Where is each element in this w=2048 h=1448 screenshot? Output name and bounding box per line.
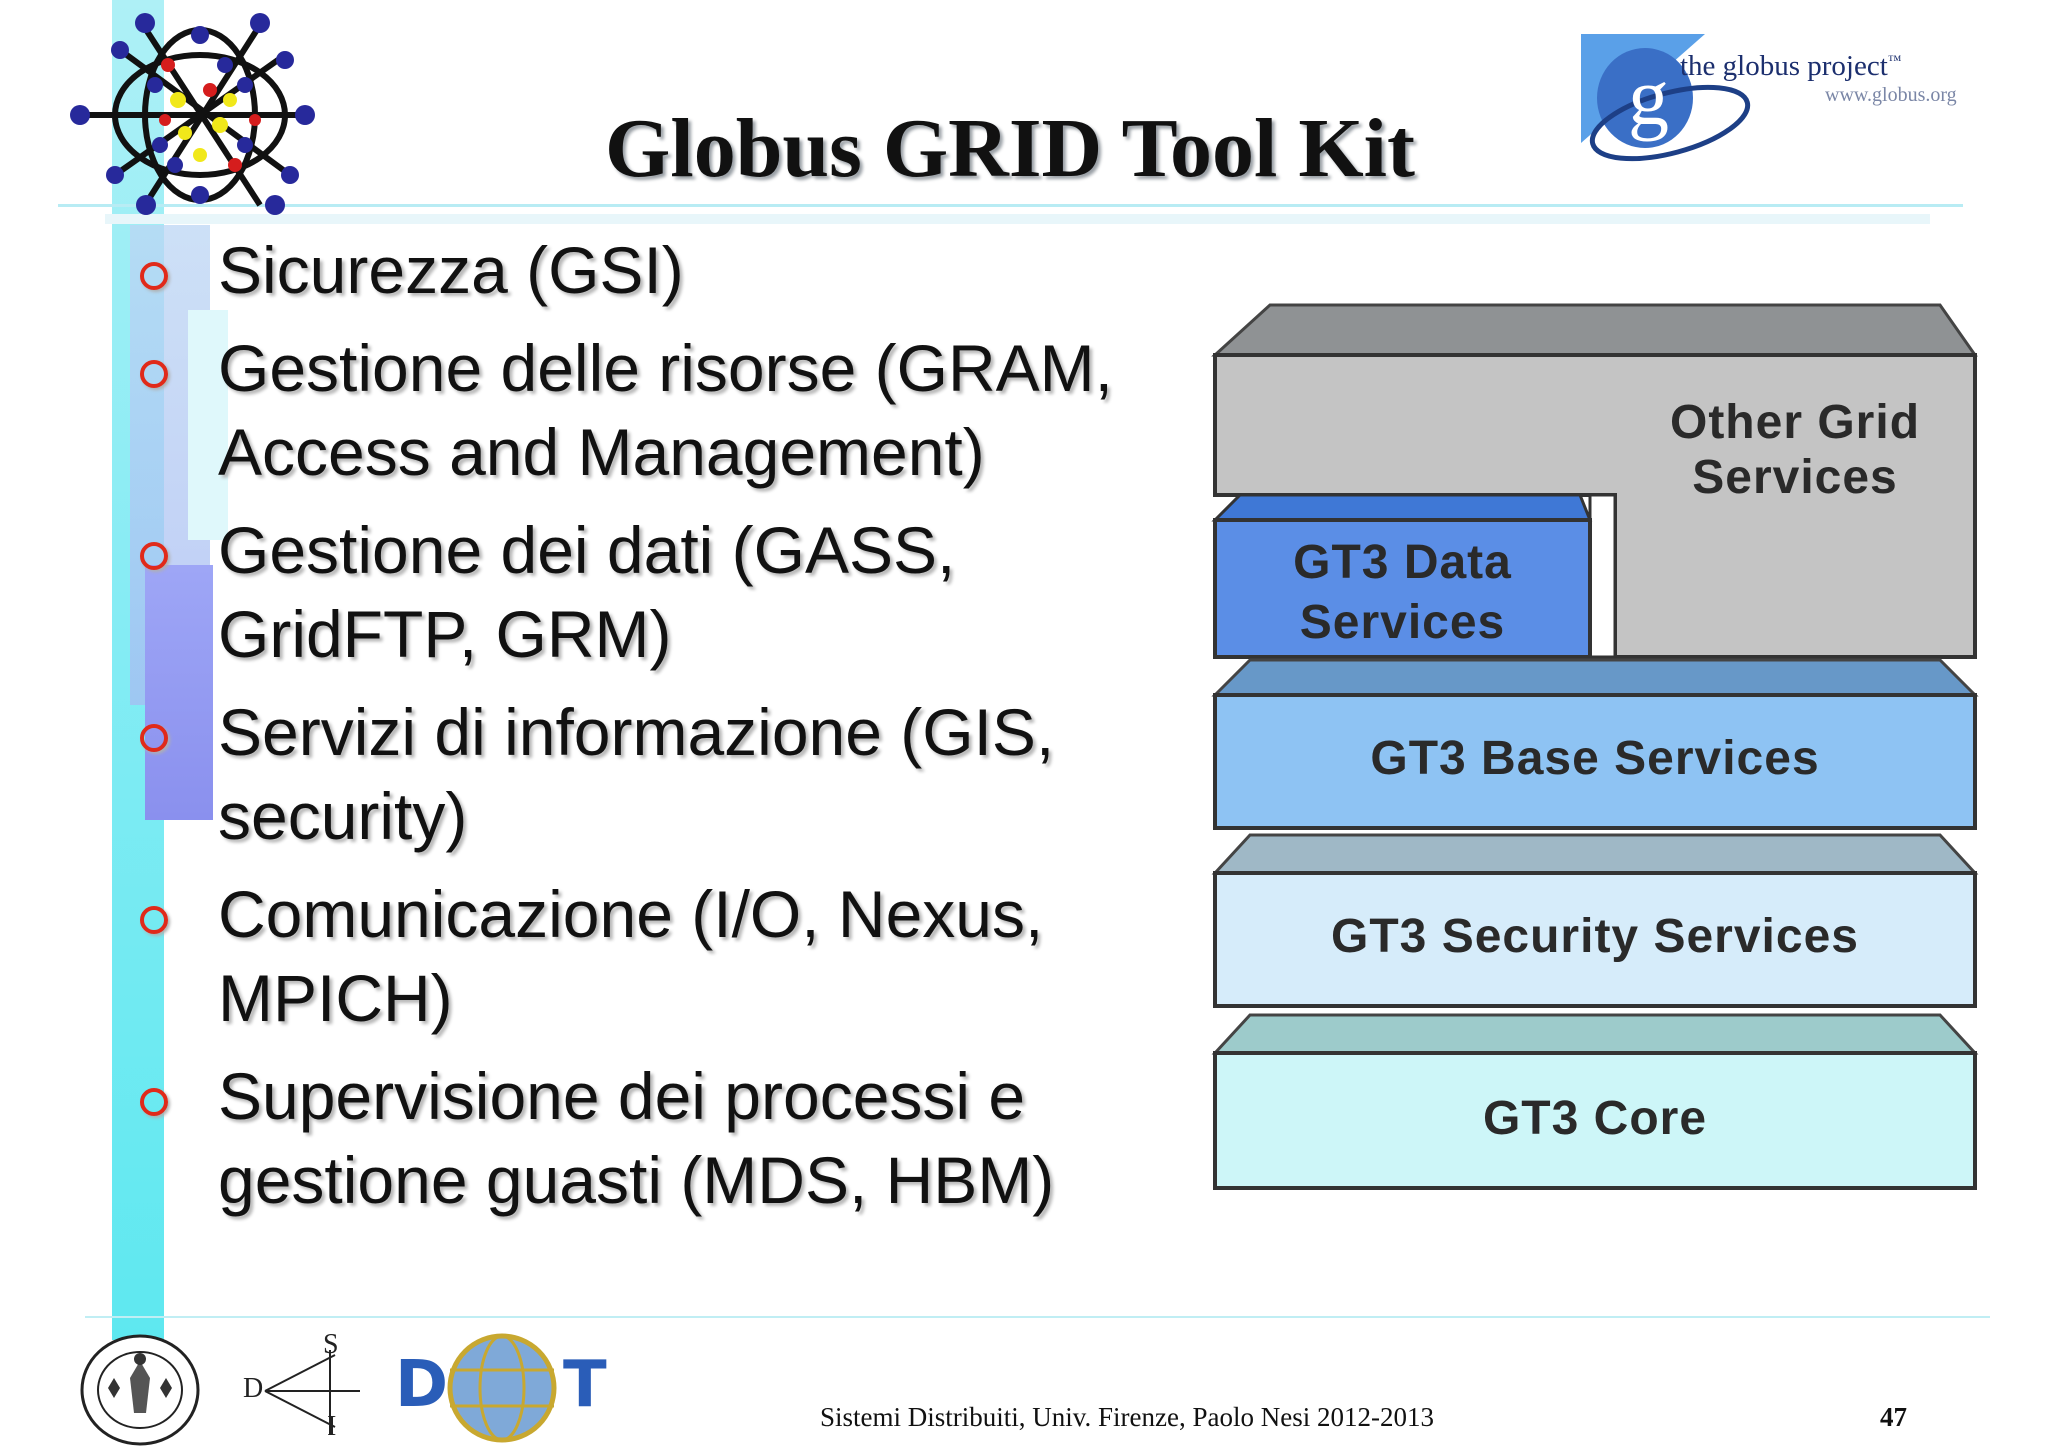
globus-url: www.globus.org [1825,84,1957,106]
layer-gt3-base-services: GT3 Base Services [1370,732,1820,785]
layer-diagram-shapes [1211,303,1979,1190]
bullet-line: security) [218,779,468,853]
layer-gt3-security-services: GT3 Security Services [1331,910,1859,963]
dsi-letter: S [323,1329,339,1360]
left-decorative-block [145,565,213,820]
page-number: 47 [1880,1402,1907,1432]
bullet-circle-icon [140,542,168,570]
layer-gt3-data-services: GT3 Data Services [1215,533,1590,653]
bullet-circle-icon [140,1088,168,1116]
bullet-line: Gestione dei dati (GASS, [218,513,956,587]
bullet-line: Servizi di informazione (GIS, [218,695,1055,769]
gt3-layer-diagram: Other Grid Services GT3 Data Services GT… [1210,295,1990,1195]
bullet-list: Sicurezza (GSI) Gestione delle risorse (… [140,228,1180,1236]
bullet-item: Sicurezza (GSI) [140,228,1180,312]
disit-logo: D T [395,1330,610,1445]
dsi-logo: D S I [235,1329,370,1445]
bullet-line: MPICH) [218,961,453,1035]
bullet-line: Gestione delle risorse (GRAM, [218,331,1113,405]
bullet-line: Sicurezza (GSI) [218,233,684,307]
university-seal-logo [80,1334,200,1446]
dsi-letter: D [243,1373,264,1404]
footer-credit: Sistemi Distribuiti, Univ. Firenze, Paol… [820,1402,1434,1432]
bullet-line: Access and Management) [218,415,985,489]
bullet-item: Servizi di informazione (GIS, security) [140,690,1180,858]
layer-other-grid-services: Other Grid Services [1669,396,1921,504]
globus-letter: g [1628,51,1669,142]
globus-logo [1581,34,1751,162]
bullet-item: Supervisione dei processi e gestione gua… [140,1054,1180,1222]
layer-label-line: GT3 Data [1293,536,1512,589]
header-band [105,214,1930,224]
dsi-letter: I [327,1411,337,1442]
globus-name: the globus project™ [1680,50,1902,82]
page-title: Globus GRID Tool Kit [605,102,1415,195]
layer-gt3-core: GT3 Core [1482,1092,1708,1145]
header-rule [58,204,1963,207]
bullet-circle-icon [140,262,168,290]
layer-label-line: Services [1299,596,1506,649]
footer-rule [85,1316,1990,1318]
bullet-item: Comunicazione (I/O, Nexus, MPICH) [140,872,1180,1040]
bullet-circle-icon [140,724,168,752]
bullet-circle-icon [140,906,168,934]
left-decorative-block [188,310,228,540]
bullet-line: GridFTP, GRM) [218,597,672,671]
disit-letter: D [395,1348,449,1422]
bullet-line: Comunicazione (I/O, Nexus, [218,877,1044,951]
bullet-item: Gestione delle risorse (GRAM, Access and… [140,326,1180,494]
disit-letter: T [563,1348,607,1422]
bullet-line: gestione guasti (MDS, HBM) [218,1143,1055,1217]
bullet-item: Gestione dei dati (GASS, GridFTP, GRM) [140,508,1180,676]
bullet-line: Supervisione dei processi e [218,1059,1026,1133]
bullet-circle-icon [140,360,168,388]
molecule-logo [70,13,315,215]
